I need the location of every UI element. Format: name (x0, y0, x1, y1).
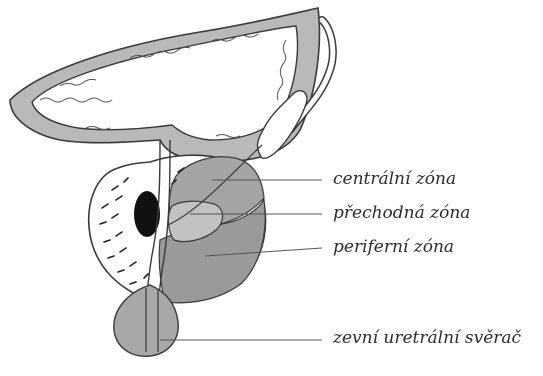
external-sphincter-label: zevní uretrální svěrač (333, 330, 521, 347)
transition-zone-label: přechodná zóna (333, 205, 470, 222)
central-zone-label: centrální zóna (333, 171, 456, 188)
peripheral-zone-label: periferní zóna (333, 239, 454, 256)
